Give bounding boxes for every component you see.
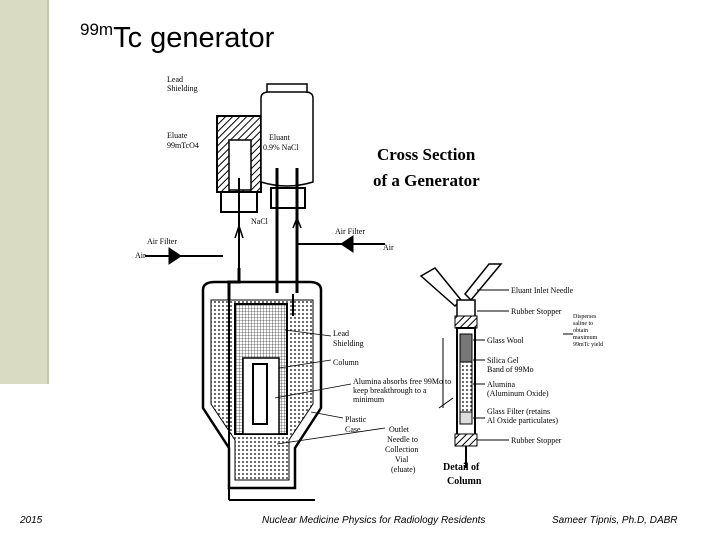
generator-diagram-svg: Cross Section of a Generator Lead Shield… xyxy=(135,75,603,501)
label-nacl: NaCl xyxy=(251,217,269,226)
leader-lines-right xyxy=(438,289,573,441)
label-disperses-2: saline to xyxy=(573,321,593,327)
label-disperses-4: maximum xyxy=(573,335,598,341)
label-lead-shielding-mid-1: Lead xyxy=(333,329,349,338)
label-lead-shielding-mid-2: Shielding xyxy=(333,339,364,348)
label-alumina-absorbs-1: Alumina absorbs free 99Mo to xyxy=(353,377,451,386)
slide-sidebar-bar xyxy=(0,0,47,384)
label-air-right: Air xyxy=(383,243,394,252)
label-column: Column xyxy=(333,358,359,367)
label-lead-shielding-top-1: Lead xyxy=(167,75,183,84)
label-rubber-stopper-bottom: Rubber Stopper xyxy=(511,436,562,445)
label-outlet-5: (eluate) xyxy=(391,465,416,474)
label-plastic-case-2: Case xyxy=(345,425,361,434)
label-glass-wool: Glass Wool xyxy=(487,336,525,345)
generator-plastic-case xyxy=(201,280,323,501)
label-alumina-absorbs-2: keep breakthrough to a xyxy=(353,386,427,395)
column-detail xyxy=(419,263,503,468)
label-outlet-3: Collection xyxy=(385,445,418,454)
label-alumina-2: (Aluminum Oxide) xyxy=(487,389,549,398)
label-disperses-5: 99mTc yield xyxy=(573,342,603,348)
label-disperses-1: Disperses xyxy=(573,314,597,320)
label-lead-shielding-top-2: Shielding xyxy=(167,84,198,93)
label-glass-filter-2: Al Oxide particulates) xyxy=(487,416,558,425)
title-superscript: 99m xyxy=(80,20,114,39)
label-air-left: Air xyxy=(135,251,146,260)
label-alumina-absorbs-3: minimum xyxy=(353,395,385,404)
label-glass-filter-1: Glass Filter (retains xyxy=(487,407,550,416)
label-outlet-1: Outlet xyxy=(389,425,410,434)
label-air-filter-left: Air Filter xyxy=(147,237,177,246)
footer-year: 2015 xyxy=(20,515,43,526)
title-main: Tc generator xyxy=(113,22,275,54)
label-silica-gel-1: Silica Gel xyxy=(487,356,520,365)
label-eluate-2: 99mTcO4 xyxy=(167,141,199,150)
label-air-filter-right: Air Filter xyxy=(335,227,365,236)
slide-title: 99mTc generator xyxy=(80,20,275,55)
slide-sidebar-edge xyxy=(47,0,49,384)
label-outlet-4: Vial xyxy=(395,455,409,464)
label-disperses: Disperses saline to obtain maximum 99mTc… xyxy=(573,314,603,348)
footer-course: Nuclear Medicine Physics for Radiology R… xyxy=(262,515,486,526)
eluant-bottle xyxy=(260,83,314,209)
label-alumina-1: Alumina xyxy=(487,380,515,389)
leader-lines-left xyxy=(274,329,386,445)
diagram-heading-line2: of a Generator xyxy=(373,171,480,190)
label-eluant-inlet-needle: Eluant Inlet Needle xyxy=(511,286,574,295)
label-detail-2: Column xyxy=(447,476,482,487)
generator-cross-section-figure: Cross Section of a Generator Lead Shield… xyxy=(125,68,613,511)
label-disperses-3: obtain xyxy=(573,328,588,334)
diagram-heading-line1: Cross Section xyxy=(377,145,476,164)
label-detail-1: Detail of xyxy=(443,462,480,473)
label-eluate-1: Eluate xyxy=(167,131,188,140)
footer-author: Sameer Tipnis, Ph.D, DABR xyxy=(552,515,678,526)
label-outlet-2: Needle to xyxy=(387,435,418,444)
tubing xyxy=(145,168,385,300)
label-silica-gel-2: Band of 99Mo xyxy=(487,365,534,374)
label-eluant-1: Eluant xyxy=(269,133,291,142)
label-plastic-case-1: Plastic xyxy=(345,415,367,424)
label-rubber-stopper-top: Rubber Stopper xyxy=(511,307,562,316)
label-eluant-2: 0.9% NaCl xyxy=(263,143,299,152)
